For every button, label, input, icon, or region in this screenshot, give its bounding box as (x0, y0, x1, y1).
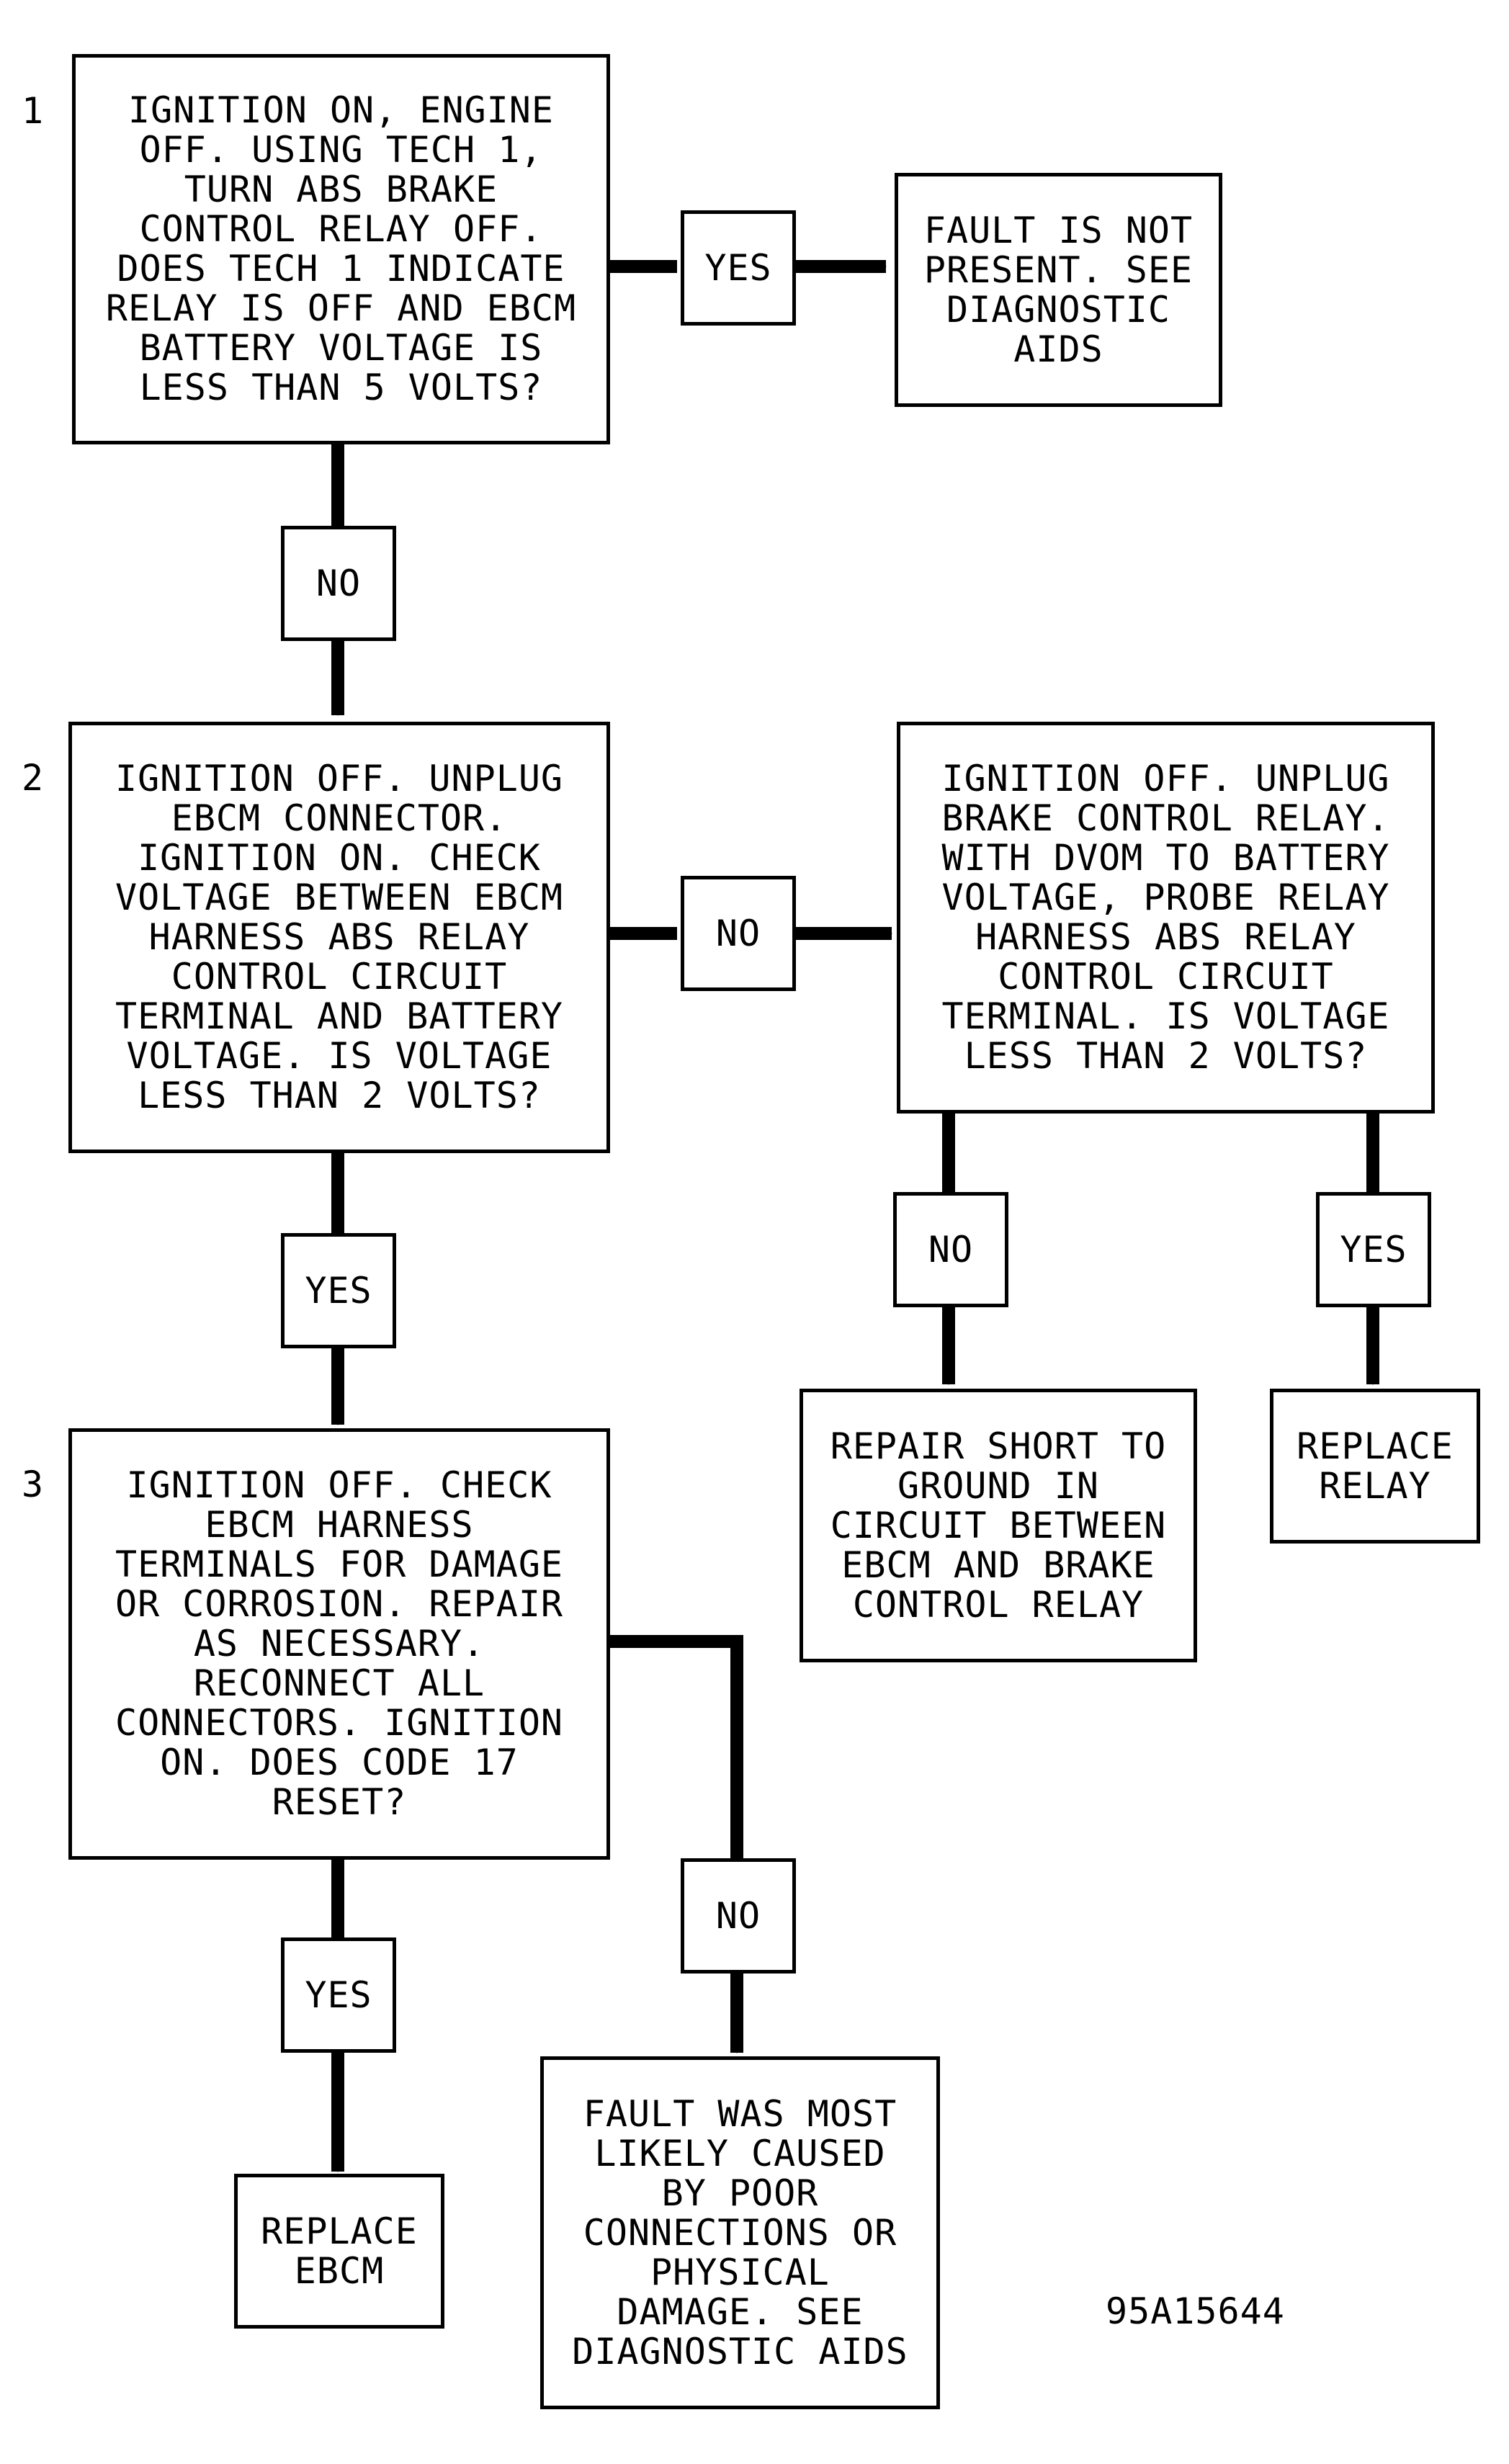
result-box-replace-ebcm: REPLACE EBCM (234, 2174, 444, 2329)
result-line: REPLACE (1297, 1425, 1454, 1467)
result-line: REPLACE (261, 2210, 418, 2252)
branch-label-text: YES (305, 1270, 372, 1312)
question-2b-line: VOLTAGE, PROBE RELAY (941, 877, 1390, 918)
branch-label-no: NO (681, 876, 796, 991)
result-line: DAMAGE. SEE (617, 2290, 864, 2333)
question-3-line: AS NECESSARY. (193, 1623, 485, 1665)
question-1-line: IGNITION ON, ENGINE (128, 89, 554, 131)
question-2b-line: TERMINAL. IS VOLTAGE (941, 995, 1390, 1037)
result-line: REPAIR SHORT TO (830, 1425, 1167, 1467)
result-box-poor-connections: FAULT WAS MOST LIKELY CAUSED BY POOR CON… (540, 2056, 940, 2409)
step-number-1: 1 (22, 90, 44, 132)
question-2b-line: BRAKE CONTROL RELAY. (941, 797, 1390, 839)
result-box-replace-relay: REPLACE RELAY (1270, 1389, 1480, 1544)
result-line: CIRCUIT BETWEEN (830, 1504, 1167, 1546)
result-line: AIDS (1013, 328, 1103, 370)
step-number-3: 3 (22, 1464, 44, 1505)
question-2-line: HARNESS ABS RELAY (148, 916, 530, 958)
question-1-line: RELAY IS OFF AND EBCM (105, 287, 577, 329)
step-number-2: 2 (22, 757, 44, 799)
branch-label-text: NO (715, 1895, 761, 1937)
question-box-3: IGNITION OFF. CHECK EBCM HARNESS TERMINA… (68, 1428, 610, 1860)
result-line: CONNECTIONS OR (583, 2211, 897, 2254)
question-3-line: ON. DOES CODE 17 (160, 1742, 519, 1783)
question-2b-line: CONTROL CIRCUIT (998, 956, 1334, 998)
question-2-line: LESS THAN 2 VOLTS? (138, 1075, 541, 1116)
result-line: EBCM (294, 2249, 385, 2292)
question-box-1: IGNITION ON, ENGINE OFF. USING TECH 1, T… (72, 54, 610, 444)
question-3-line: RECONNECT ALL (193, 1662, 485, 1704)
question-3-line: IGNITION OFF. CHECK (126, 1464, 552, 1506)
question-3-line: CONNECTORS. IGNITION (115, 1702, 564, 1744)
branch-label-yes: YES (281, 1233, 396, 1348)
result-line: PRESENT. SEE (923, 248, 1194, 291)
result-line: DIAGNOSTIC (946, 288, 1171, 331)
branch-label-text: YES (1340, 1229, 1407, 1271)
question-2-line: CONTROL CIRCUIT (171, 956, 508, 998)
result-line: CONTROL RELAY (852, 1583, 1145, 1626)
result-line: BY POOR (661, 2172, 819, 2214)
result-line: RELAY (1319, 1464, 1431, 1507)
result-line: FAULT IS NOT (923, 209, 1194, 251)
result-line: LIKELY CAUSED (594, 2132, 886, 2174)
question-3-line: EBCM HARNESS (205, 1504, 474, 1546)
question-2b-line: LESS THAN 2 VOLTS? (964, 1035, 1368, 1077)
result-line: PHYSICAL (650, 2251, 830, 2293)
branch-label-yes: YES (281, 1937, 396, 2053)
branch-label-text: NO (715, 913, 761, 954)
result-line: FAULT WAS MOST (583, 2092, 897, 2135)
question-2-line: TERMINAL AND BATTERY (115, 995, 564, 1037)
question-2b-line: WITH DVOM TO BATTERY (941, 837, 1390, 879)
result-box-repair-short: REPAIR SHORT TO GROUND IN CIRCUIT BETWEE… (800, 1389, 1197, 1662)
question-2-line: VOLTAGE. IS VOLTAGE (126, 1035, 552, 1077)
question-1-line: BATTERY VOLTAGE IS (139, 327, 543, 369)
branch-label-text: YES (305, 1974, 372, 2016)
result-line: EBCM AND BRAKE (841, 1544, 1155, 1586)
branch-label-yes: YES (681, 210, 796, 326)
branch-label-no: NO (681, 1858, 796, 1974)
question-box-2b: IGNITION OFF. UNPLUG BRAKE CONTROL RELAY… (897, 722, 1435, 1114)
question-2-line: IGNITION OFF. UNPLUG (115, 758, 564, 799)
branch-label-text: NO (928, 1229, 974, 1271)
figure-reference-code: 95A15644 (1106, 2290, 1285, 2332)
question-3-line: OR CORROSION. REPAIR (115, 1583, 564, 1625)
branch-label-yes: YES (1316, 1192, 1431, 1307)
branch-label-text: YES (704, 247, 772, 289)
question-1-line: LESS THAN 5 VOLTS? (139, 367, 543, 408)
question-1-line: OFF. USING TECH 1, (139, 129, 543, 171)
result-line: DIAGNOSTIC AIDS (572, 2330, 908, 2373)
question-2b-line: IGNITION OFF. UNPLUG (941, 758, 1390, 799)
question-1-line: DOES TECH 1 INDICATE (117, 248, 565, 290)
connector-q3-no (610, 1635, 743, 1858)
question-2-line: VOLTAGE BETWEEN EBCM (115, 877, 564, 918)
question-1-line: CONTROL RELAY OFF. (139, 208, 543, 250)
branch-label-text: NO (315, 563, 362, 604)
question-2-line: IGNITION ON. CHECK (138, 837, 541, 879)
result-box-fault-not-present: FAULT IS NOT PRESENT. SEE DIAGNOSTIC AID… (895, 173, 1222, 407)
question-2-line: EBCM CONNECTOR. (171, 797, 508, 839)
question-3-line: RESET? (272, 1781, 407, 1823)
result-line: GROUND IN (897, 1464, 1099, 1507)
question-3-line: TERMINALS FOR DAMAGE (115, 1544, 564, 1585)
branch-label-no: NO (893, 1192, 1008, 1307)
question-box-2: IGNITION OFF. UNPLUG EBCM CONNECTOR. IGN… (68, 722, 610, 1153)
branch-label-no: NO (281, 526, 396, 641)
question-1-line: TURN ABS BRAKE (184, 169, 498, 210)
question-2b-line: HARNESS ABS RELAY (975, 916, 1356, 958)
